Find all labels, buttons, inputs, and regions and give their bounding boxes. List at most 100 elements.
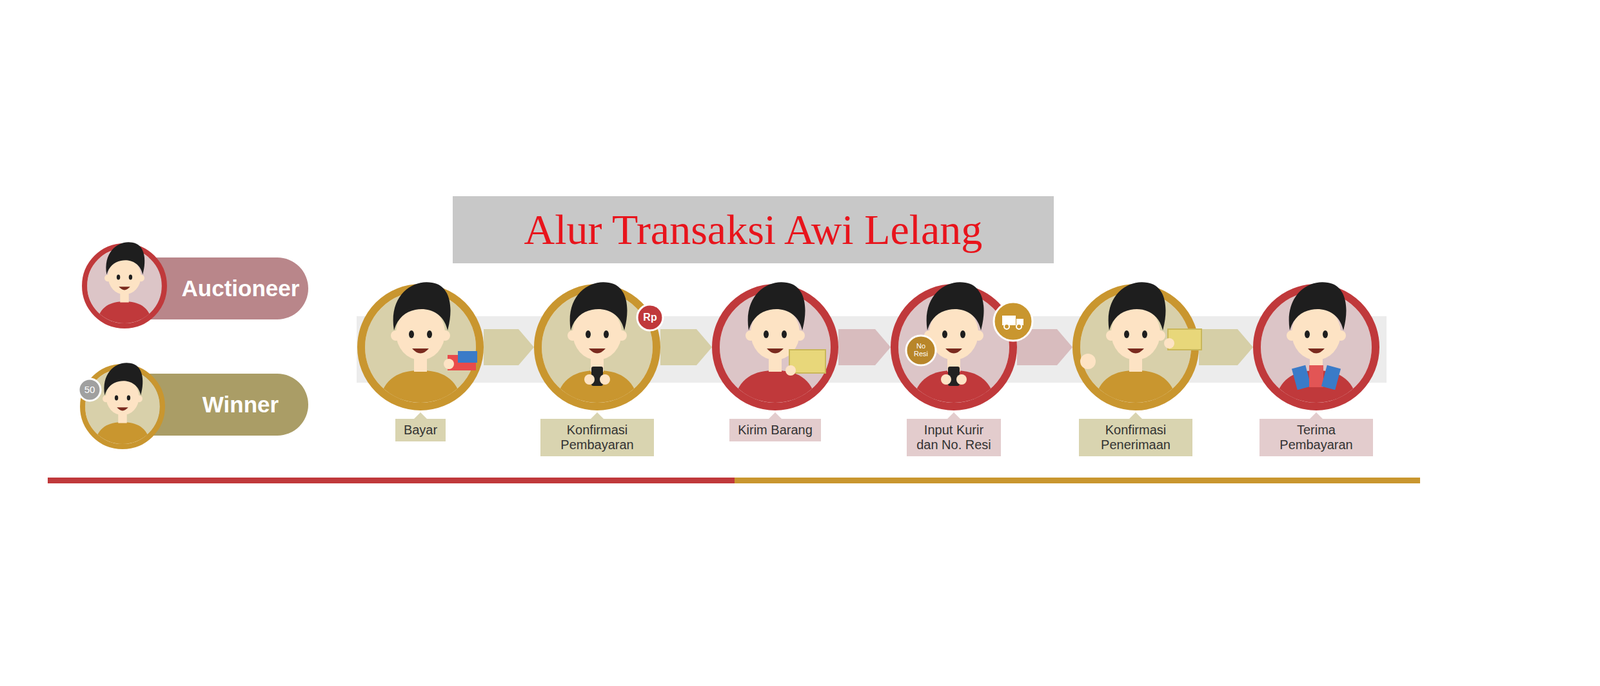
hair bbox=[748, 281, 806, 331]
step-figure bbox=[711, 283, 839, 411]
legend-text: Auctioneer bbox=[181, 275, 300, 302]
hand bbox=[956, 374, 967, 385]
diagram-title: Alur Transaksi Awi Lelang bbox=[524, 205, 983, 255]
badge-circle bbox=[906, 335, 936, 366]
step-label: Kirim Barang bbox=[737, 422, 813, 438]
step-label: Terima Pembayaran bbox=[1267, 422, 1365, 453]
figure-body bbox=[553, 353, 642, 425]
label-wrap: Konfirmasi Penerimaan bbox=[1046, 418, 1225, 456]
title-box: Alur Transaksi Awi Lelang bbox=[452, 196, 1054, 264]
label-wrap: Input Kurir dan No. Resi bbox=[864, 418, 1043, 456]
eye bbox=[763, 330, 769, 338]
hair bbox=[570, 281, 628, 331]
step-node: Bayar bbox=[357, 283, 484, 442]
mouth bbox=[116, 406, 128, 411]
figure-body bbox=[1272, 353, 1361, 425]
hair bbox=[1289, 281, 1347, 331]
eye bbox=[942, 330, 948, 338]
step-label: Bayar bbox=[403, 422, 438, 438]
mouth bbox=[118, 286, 130, 290]
bottom-bar-red bbox=[47, 477, 735, 484]
figure bbox=[1256, 281, 1376, 425]
hair bbox=[106, 241, 146, 275]
figure bbox=[537, 281, 657, 425]
legend-text: Winner bbox=[202, 391, 279, 418]
flow-arrow bbox=[660, 328, 712, 366]
step-figure bbox=[533, 283, 661, 411]
eye bbox=[116, 274, 120, 280]
hand bbox=[599, 374, 611, 385]
cash bbox=[1309, 365, 1324, 387]
hair bbox=[926, 281, 985, 331]
figure-body bbox=[92, 410, 153, 459]
figure-body bbox=[94, 290, 155, 338]
step-figure bbox=[1072, 283, 1199, 411]
step-label-box: Bayar bbox=[395, 418, 446, 442]
cash bbox=[1291, 365, 1312, 391]
eye bbox=[114, 395, 119, 401]
label-wrap: Terima Pembayaran bbox=[1227, 418, 1406, 456]
mouth bbox=[766, 348, 784, 354]
flow-arrow bbox=[483, 328, 534, 366]
badge-label: No Resi bbox=[909, 335, 932, 366]
step-label-box: Konfirmasi Penerimaan bbox=[1078, 418, 1193, 456]
eye bbox=[127, 395, 131, 401]
hand bbox=[1164, 337, 1175, 349]
hand bbox=[584, 374, 595, 385]
hair bbox=[1108, 281, 1166, 331]
step-label-box: Kirim Barang bbox=[729, 418, 821, 442]
badge-label: Rp bbox=[638, 304, 662, 331]
step-label-box: Terima Pembayaran bbox=[1259, 418, 1373, 456]
step-label: Konfirmasi Pembayaran bbox=[548, 422, 646, 453]
truck-badge bbox=[993, 301, 1033, 341]
hair bbox=[104, 362, 144, 395]
eye bbox=[1322, 330, 1328, 338]
bottom-bar-gold bbox=[734, 477, 1421, 484]
eye bbox=[408, 330, 415, 338]
legend-figure bbox=[82, 362, 163, 459]
label-pointer bbox=[768, 412, 782, 419]
figure bbox=[361, 281, 480, 425]
eye bbox=[1142, 330, 1148, 338]
step-node: Input Kurir dan No. Resi bbox=[890, 283, 1018, 456]
money-card bbox=[457, 350, 478, 363]
badge-circle bbox=[78, 378, 101, 401]
flow-arrow bbox=[838, 328, 891, 366]
step-label-box: Konfirmasi Pembayaran bbox=[540, 418, 654, 456]
figure-body bbox=[376, 353, 465, 425]
eye bbox=[426, 330, 433, 338]
badge-label: 50 bbox=[79, 378, 100, 401]
hand bbox=[443, 358, 455, 369]
cash bbox=[1321, 365, 1341, 391]
eye bbox=[781, 330, 787, 338]
label-pointer bbox=[947, 412, 961, 419]
step-label: Konfirmasi Penerimaan bbox=[1087, 422, 1185, 453]
eye bbox=[1124, 330, 1130, 338]
eye bbox=[585, 330, 591, 338]
label-pointer bbox=[590, 412, 604, 419]
step-node: Terima Pembayaran bbox=[1253, 283, 1380, 456]
step-label: Input Kurir dan No. Resi bbox=[915, 422, 993, 453]
wheel bbox=[1004, 323, 1010, 329]
flow-band bbox=[356, 316, 1387, 383]
hand bbox=[785, 365, 796, 376]
legend-figure bbox=[84, 241, 165, 338]
hand bbox=[940, 374, 952, 385]
badge-circle bbox=[993, 301, 1033, 341]
mouth bbox=[588, 348, 606, 354]
label-pointer bbox=[1129, 412, 1143, 419]
eye bbox=[603, 330, 609, 338]
step-label-box: Input Kurir dan No. Resi bbox=[906, 418, 1001, 456]
mouth bbox=[1307, 348, 1325, 354]
step-figure bbox=[1253, 283, 1380, 411]
thumb-hand bbox=[1080, 353, 1096, 369]
label-wrap: Konfirmasi Pembayaran bbox=[508, 418, 687, 456]
eye bbox=[128, 274, 133, 280]
step-figure bbox=[357, 283, 484, 411]
step-node: Konfirmasi Penerimaan bbox=[1072, 283, 1199, 456]
label-pointer bbox=[414, 412, 427, 419]
mouth bbox=[945, 348, 963, 354]
figure bbox=[894, 281, 1014, 425]
